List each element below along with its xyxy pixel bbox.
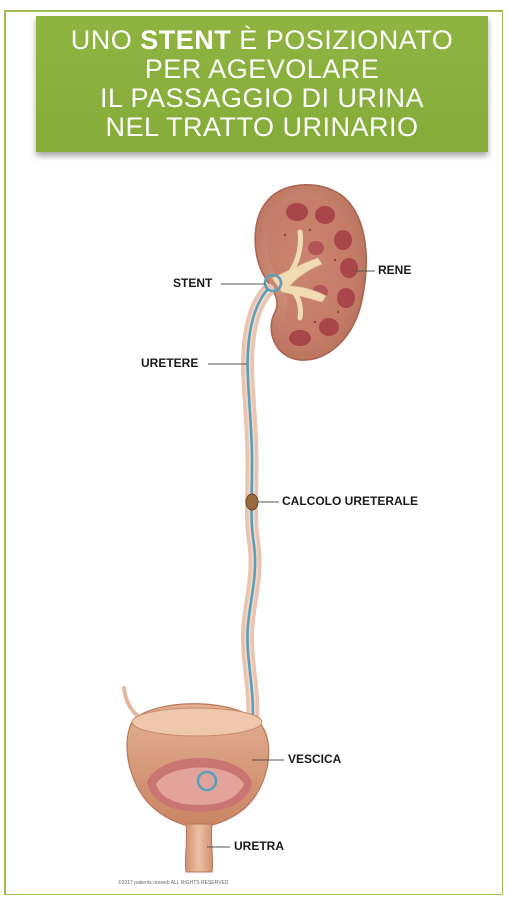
- urethra: [185, 824, 212, 872]
- bladder: [127, 704, 269, 828]
- label-calcolo-ureterale: CALCOLO URETERALE: [282, 494, 418, 508]
- copyright-notice: ©2017 patients uroweb ALL RIGHTS RESERVE…: [118, 880, 228, 886]
- label-stent: STENT: [173, 276, 212, 290]
- ureteral-stone: [246, 494, 258, 510]
- label-rene: RENE: [378, 263, 411, 277]
- label-uretere: URETERE: [141, 356, 198, 370]
- kidney: [255, 185, 366, 360]
- label-vescica: VESCICA: [288, 752, 341, 766]
- label-uretra: URETRA: [234, 839, 284, 853]
